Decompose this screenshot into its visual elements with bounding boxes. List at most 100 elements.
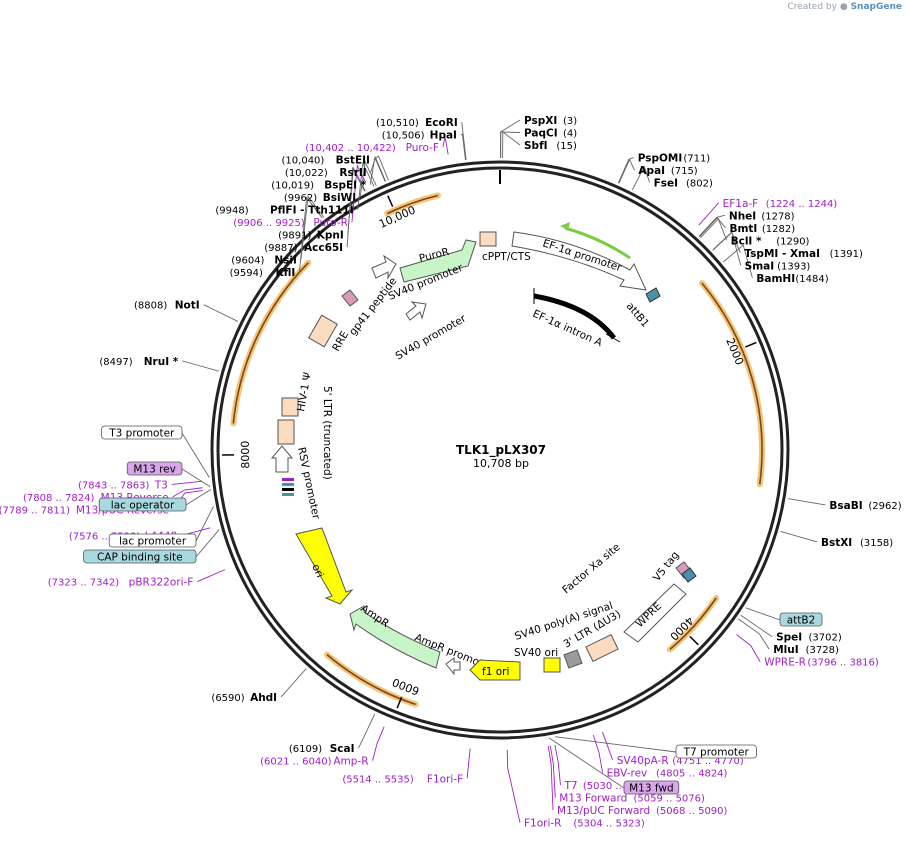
primer-m13-puc-forward-label[interactable]: M13/pUC Forward(5068 .. 5090) xyxy=(557,805,728,817)
enzyme-rsrii-label[interactable]: RsrII(10,022) xyxy=(285,167,367,179)
ori-label: ori xyxy=(309,562,326,579)
enzyme-apai-label[interactable]: ApaI(715) xyxy=(638,165,697,177)
primer-ebv-rev-label[interactable]: EBV-rev(4805 .. 4824) xyxy=(607,768,728,780)
ampr-feature[interactable]: AmpR xyxy=(349,603,441,669)
enzyme-sbfi-label[interactable]: SbfI(15) xyxy=(524,140,577,152)
boxed-feature-m13-rev[interactable]: M13 rev xyxy=(126,461,183,476)
attb1-feature[interactable]: attB1 xyxy=(624,287,661,330)
enzyme-pspxi-label[interactable]: PspXI(3) xyxy=(524,115,577,127)
boxed-feature-attb2[interactable]: attB2 xyxy=(779,612,823,627)
enzyme-bsiwi-label[interactable]: BsiWI(9962) xyxy=(284,192,356,204)
enzyme-bamhi-label[interactable]: BamHI(1484) xyxy=(756,273,828,285)
primer-wpre-r-label[interactable]: WPRE-R(3796 .. 3816) xyxy=(764,657,879,669)
boxed-feature-lac-promoter[interactable]: lac promoter xyxy=(108,533,197,548)
tick-mark-4 xyxy=(387,195,394,207)
boxed-feature-cap-binding-site[interactable]: CAP binding site xyxy=(83,549,197,564)
enzyme-ecori-label[interactable]: EcoRI(10,510) xyxy=(376,117,458,129)
enzyme-nhei-line xyxy=(698,214,726,237)
primer-f1ori-r-label[interactable]: F1ori-R(5304 .. 5323) xyxy=(524,818,645,830)
puror-feature[interactable]: PuroR xyxy=(399,239,477,283)
enzyme-spei-label[interactable]: SpeI(3702) xyxy=(776,632,842,644)
sv40-ori-label: SV40 ori xyxy=(514,647,558,659)
primer-puro-r-label[interactable]: Puro-R(9906 .. 9925) xyxy=(233,217,348,229)
primer-puro-f-label[interactable]: Puro-F(10,402 .. 10,422) xyxy=(305,142,439,154)
enzyme-pflfi-tth111i-label[interactable]: PflFI - Tth111I(9948) xyxy=(215,205,353,217)
enzyme-bmti-label[interactable]: BmtI(1282) xyxy=(729,223,795,235)
boxed-feature-m13-fwd[interactable]: M13 fwd xyxy=(623,780,680,795)
boxed-feature-bg-5 xyxy=(98,497,187,512)
rre-feature[interactable]: RRE xyxy=(308,314,352,354)
enzyme-bsabi-label[interactable]: BsaBI(2962) xyxy=(829,500,901,512)
sv40-ori-feature[interactable]: SV40 ori xyxy=(514,647,561,673)
pbr322ori-f-position: (7323 .. 7342) xyxy=(48,578,120,589)
amp-r-name: Amp-R xyxy=(333,756,368,768)
nhei-name: NheI xyxy=(729,210,756,222)
sv40-promoter-2-feature[interactable]: SV40 promoter xyxy=(394,301,469,363)
primer-t7-label[interactable]: T7(5030 .. 5049) xyxy=(563,780,654,792)
enzyme-kfli-label[interactable]: KflI(9594) xyxy=(230,267,296,279)
hpai-position: (10,506) xyxy=(382,131,425,142)
enzyme-paqci-label[interactable]: PaqCI(4) xyxy=(524,128,577,140)
enzyme-ahdi-label[interactable]: AhdI(6590) xyxy=(211,692,277,704)
enzyme-ecori-line xyxy=(461,122,467,161)
gp41-feature[interactable]: gp41 peptide xyxy=(341,275,400,338)
enzyme-bcli-label[interactable]: BclI *(1290) xyxy=(731,235,810,247)
enzyme-smai-label[interactable]: SmaI(1393) xyxy=(745,260,811,272)
paqci-name: PaqCI xyxy=(524,128,558,140)
primer-amp-r-label[interactable]: Amp-R(6021 .. 6040) xyxy=(260,756,368,768)
enzyme-bstxi-label[interactable]: BstXI(3158) xyxy=(821,537,893,549)
scai-position: (6109) xyxy=(289,744,322,755)
primer-ef1a-f-label[interactable]: EF1a-F(1224 .. 1244) xyxy=(723,198,838,210)
ltr5-feature[interactable]: 5' LTR (truncated) xyxy=(277,386,333,480)
enzyme-kfli-line xyxy=(298,196,323,273)
primer-t3-label[interactable]: T3(7843 .. 7863) xyxy=(78,479,168,491)
f1ori-feature[interactable]: f1 ori xyxy=(469,659,521,681)
m13-reverse-position: (7808 .. 7824) xyxy=(23,493,95,504)
nsii-name: NsiI xyxy=(274,255,297,267)
enzyme-acc65i-label[interactable]: Acc65I(9887) xyxy=(264,242,343,254)
fsei-name: FseI xyxy=(654,178,678,190)
cppt-feature[interactable]: cPPT/CTS xyxy=(479,231,531,263)
boxed-feature-text-5: lac operator xyxy=(111,500,175,512)
enzyme-bspei-label[interactable]: BspEI *(10,019) xyxy=(271,180,367,192)
hiv-psi-feature[interactable]: HIV-1 Ψ xyxy=(281,371,314,417)
l4440-position: (7576 .. 7593) xyxy=(69,532,141,543)
boxed-feature-lac-operator[interactable]: lac operator xyxy=(98,497,187,512)
primer-sv40pa-r-label[interactable]: SV40pA-R(4751 .. 4770) xyxy=(617,755,744,767)
ef1a-intron-feature[interactable]: EF-1α intron A xyxy=(531,288,621,349)
boxed-feature-t7-promoter[interactable]: T7 promoter xyxy=(675,744,757,759)
enzyme-pspomi-label[interactable]: PspOMI(711) xyxy=(638,153,711,165)
enzyme-nhei-label[interactable]: NheI(1278) xyxy=(729,210,795,222)
v5-feature[interactable]: V5 tag xyxy=(651,549,697,584)
enzyme-scai-label[interactable]: ScaI(6109) xyxy=(289,743,355,755)
enzyme-mlui-label[interactable]: MluI(3728) xyxy=(773,644,839,656)
boxed-feature-text-1: T7 promoter xyxy=(683,747,750,759)
primer-f1ori-f-label[interactable]: F1ori-F(5514 .. 5535) xyxy=(342,773,463,785)
enzyme-nrui-label[interactable]: NruI *(8497) xyxy=(99,356,178,368)
orf-arc-core-4 xyxy=(232,262,309,424)
rsv-promoter-feature[interactable]: RSV promoter xyxy=(270,445,322,521)
ori-feature[interactable]: ori xyxy=(295,527,354,605)
primer-pbr322ori-f-label[interactable]: pBR322ori-F(7323 .. 7342) xyxy=(48,577,194,589)
credit-prefix: Created by xyxy=(787,2,837,12)
primer-m13-forward-label[interactable]: M13 Forward(5059 .. 5076) xyxy=(559,793,705,805)
m13-puc-forward-name: M13/pUC Forward xyxy=(557,805,650,817)
bsabi-name: BsaBI xyxy=(829,500,862,512)
enzyme-fsei-label[interactable]: FseI(802) xyxy=(654,178,713,190)
enzyme-kpni-label[interactable]: KpnI(9891) xyxy=(278,230,344,242)
enzyme-hpai-label[interactable]: HpaI(10,506) xyxy=(382,130,457,142)
kpni-position: (9891) xyxy=(278,231,311,242)
kfli-position: (9594) xyxy=(230,268,263,279)
box-line-3 xyxy=(195,529,220,558)
gp41-label: gp41 peptide xyxy=(347,275,400,338)
enzyme-noti-label[interactable]: NotI(8808) xyxy=(134,300,200,312)
orf-arc-core-0 xyxy=(701,282,763,485)
enzyme-nsii-label[interactable]: NsiI(9604) xyxy=(231,255,297,267)
bcli-name: BclI * xyxy=(731,235,762,247)
map-title: TLK1_pLX307 xyxy=(456,443,546,458)
enzyme-tspmi-xmai-label[interactable]: TspMI - XmaI(1391) xyxy=(744,248,863,260)
enzyme-bsteii-label[interactable]: BstEII(10,040) xyxy=(282,155,370,167)
ef1a-promoter-feature[interactable]: EF-1α promoter xyxy=(511,231,647,291)
boxed-feature-t3-promoter[interactable]: T3 promoter xyxy=(101,425,183,440)
m13-puc-reverse-position: (7789 .. 7811) xyxy=(0,505,70,516)
